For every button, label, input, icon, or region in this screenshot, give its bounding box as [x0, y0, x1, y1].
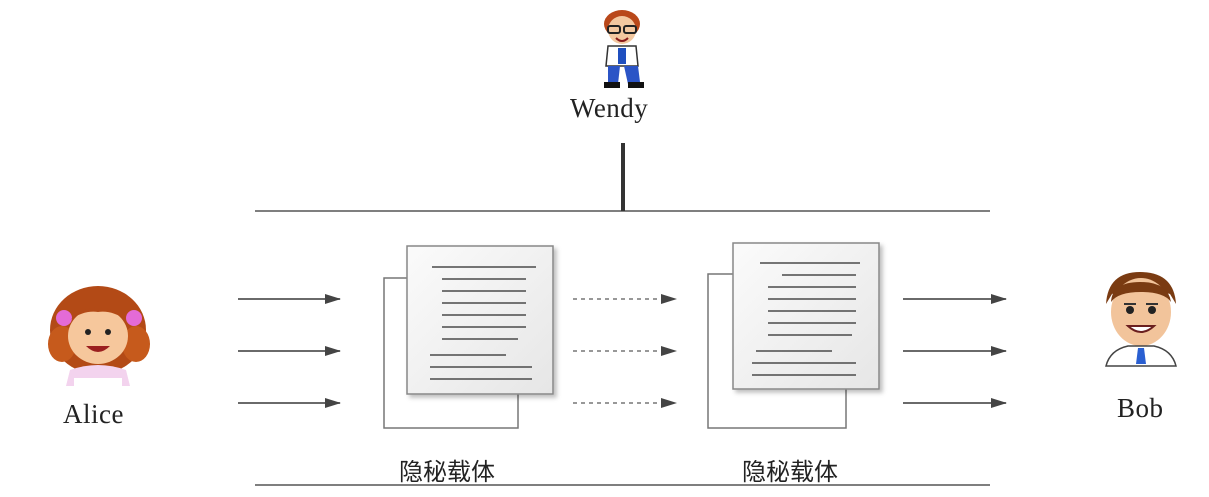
sender-flow-arrows	[238, 294, 341, 408]
channel-flow-arrows	[573, 294, 677, 408]
sender-name: Alice	[63, 399, 124, 429]
receiver-name: Bob	[1117, 393, 1164, 423]
document-stack-icon	[383, 245, 554, 429]
carrier-label-2: 隐秘载体	[742, 458, 838, 486]
observer-name: Wendy	[570, 93, 649, 123]
man-avatar-icon	[1105, 272, 1177, 367]
document-stack-icon	[707, 242, 880, 429]
receiver-flow-arrows	[903, 294, 1007, 408]
warden-avatar-icon	[604, 10, 644, 88]
girl-avatar-icon	[48, 286, 150, 386]
carrier-label-1: 隐秘载体	[399, 458, 495, 486]
